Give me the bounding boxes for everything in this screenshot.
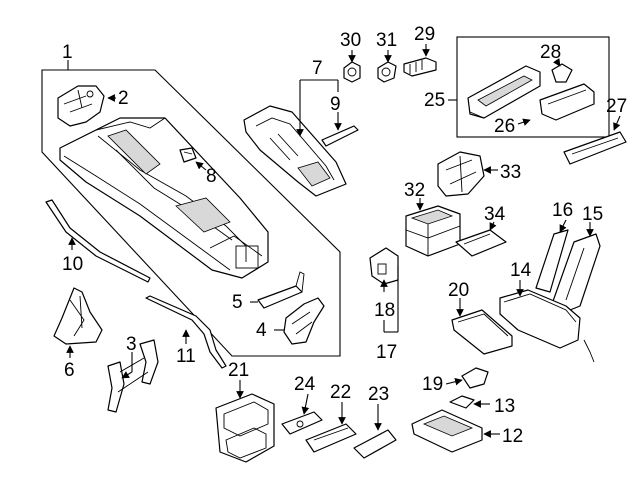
part-19-clip bbox=[445, 367, 489, 389]
part-31-switch bbox=[377, 50, 397, 83]
callout-labels: 1 2 3 4 5 6 7 8 9 10 11 12 13 14 15 16 1… bbox=[62, 24, 627, 447]
part-11-trim-strip bbox=[145, 295, 227, 369]
callout-25: 25 bbox=[424, 90, 445, 111]
callout-7: 7 bbox=[312, 58, 323, 79]
part-32-storage-bin bbox=[405, 198, 461, 257]
part-23-cover bbox=[353, 404, 397, 459]
part-22-cover bbox=[305, 402, 357, 453]
part-27-trim-plate bbox=[563, 115, 627, 165]
group-boundary-1 bbox=[41, 69, 341, 357]
callout-29: 29 bbox=[414, 24, 435, 45]
part-14-armrest bbox=[499, 280, 595, 363]
callout-8: 8 bbox=[206, 166, 217, 187]
callout-6: 6 bbox=[64, 360, 75, 381]
callout-30: 30 bbox=[340, 30, 361, 51]
callout-3: 3 bbox=[126, 334, 137, 355]
callout-24: 24 bbox=[294, 374, 316, 395]
part-4-support-bracket bbox=[274, 297, 325, 345]
part-24-cover bbox=[281, 393, 323, 435]
callout-11: 11 bbox=[176, 346, 196, 367]
part-30-switch bbox=[343, 50, 361, 83]
callout-32: 32 bbox=[404, 180, 425, 201]
group-boundary-25 bbox=[456, 36, 610, 138]
callout-31: 31 bbox=[376, 30, 397, 51]
part-26-ashtray-housing bbox=[467, 65, 541, 119]
callout-34: 34 bbox=[484, 204, 506, 225]
callout-13: 13 bbox=[494, 396, 515, 417]
callout-27: 27 bbox=[606, 96, 627, 117]
callout-23: 23 bbox=[368, 384, 389, 405]
callout-15: 15 bbox=[582, 204, 603, 225]
part-21-bezel bbox=[215, 380, 275, 463]
callout-18: 18 bbox=[374, 300, 395, 321]
callout-14: 14 bbox=[510, 260, 532, 281]
part-1-center-console bbox=[59, 117, 269, 279]
part-28-ashtray-insert bbox=[539, 58, 595, 121]
part-18-clip bbox=[369, 247, 399, 292]
part-34-mat bbox=[455, 221, 507, 257]
callout-16: 16 bbox=[552, 200, 573, 221]
part-2-shifter-bracket bbox=[57, 85, 116, 127]
callout-28: 28 bbox=[540, 42, 561, 63]
callout-5: 5 bbox=[232, 292, 243, 313]
part-6-support bbox=[53, 287, 103, 358]
part-7-shift-bezel bbox=[243, 105, 347, 197]
callout-26: 26 bbox=[494, 116, 515, 137]
part-8-clip bbox=[179, 147, 207, 171]
callout-19: 19 bbox=[422, 374, 443, 395]
callout-20: 20 bbox=[448, 280, 469, 301]
callout-12: 12 bbox=[502, 426, 523, 447]
callout-21: 21 bbox=[228, 360, 249, 381]
part-33-bracket bbox=[437, 151, 498, 197]
callout-10: 10 bbox=[62, 254, 83, 275]
part-9-trim-strip bbox=[321, 125, 359, 147]
callout-17: 17 bbox=[376, 342, 397, 363]
part-13-pad bbox=[449, 395, 490, 409]
part-12-tray bbox=[411, 409, 500, 453]
callout-1: 1 bbox=[62, 42, 73, 63]
part-10-trim-strip bbox=[45, 199, 151, 283]
part-16-trim-panel bbox=[535, 219, 569, 293]
part-5-bracket bbox=[250, 271, 305, 309]
callout-22: 22 bbox=[330, 382, 351, 403]
callout-9: 9 bbox=[330, 94, 341, 115]
callout-4: 4 bbox=[256, 320, 267, 341]
callout-2: 2 bbox=[118, 88, 129, 109]
part-29-lighter-socket bbox=[403, 44, 437, 77]
callout-33: 33 bbox=[500, 162, 521, 183]
part-3-bracket bbox=[107, 339, 159, 413]
part-20-tray bbox=[451, 298, 513, 355]
